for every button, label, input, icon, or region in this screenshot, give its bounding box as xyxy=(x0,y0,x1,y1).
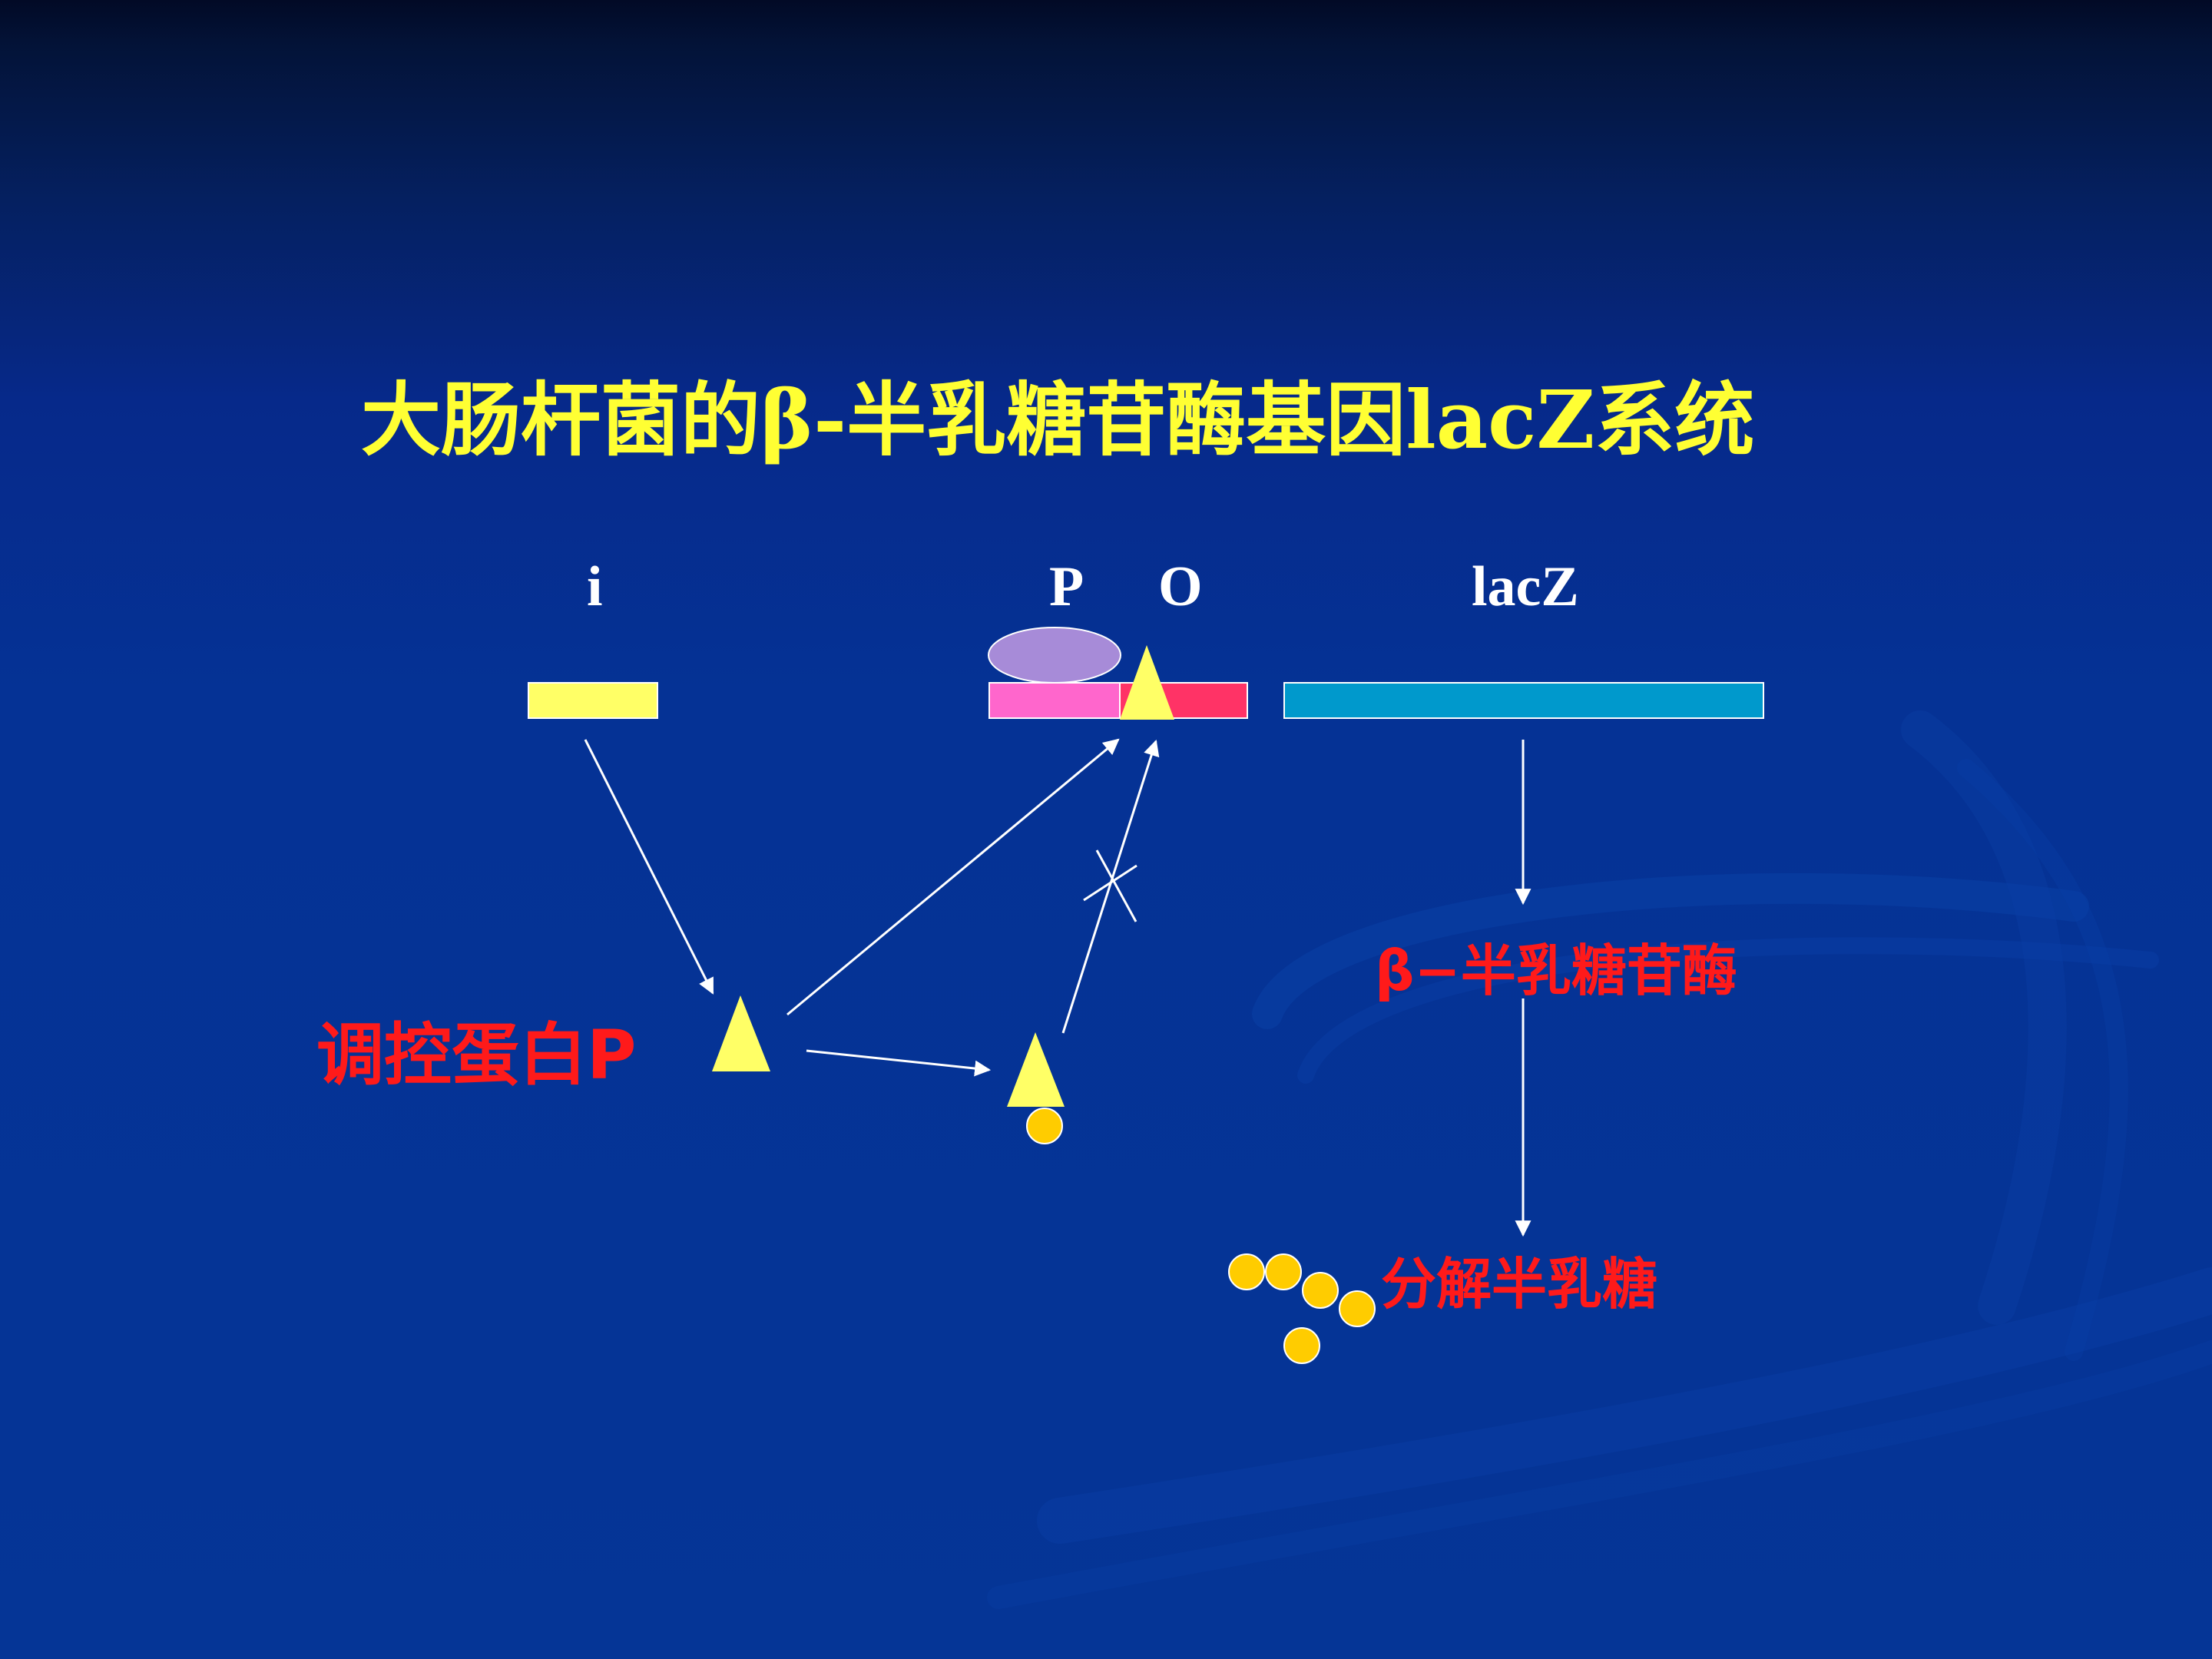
bound-repressor-triangle xyxy=(1120,645,1174,720)
galactose-dot xyxy=(1283,1327,1320,1364)
arrow-regulator-to-inducer-complex xyxy=(806,1049,992,1077)
slide-title: 大肠杆菌的β-半乳糖苷酶基因lacZ系统 xyxy=(361,373,1755,467)
rna-polymerase-ellipse xyxy=(988,627,1121,684)
arrow-i-to-regulator xyxy=(584,739,714,995)
gene-i-block xyxy=(528,682,658,719)
arrow-blocked-complex-to-operator xyxy=(1061,739,1160,1034)
galactose-dot xyxy=(1265,1253,1302,1290)
product-label: 分解半乳糖 xyxy=(1381,1252,1658,1316)
galactose-dot xyxy=(1339,1290,1376,1327)
regulator-protein-triangle xyxy=(712,995,770,1071)
lacz-label: lacZ xyxy=(1472,555,1579,618)
gene-i-label: i xyxy=(587,555,603,618)
promoter-label: P xyxy=(1049,555,1084,618)
inactive-repressor-triangle xyxy=(1007,1032,1065,1107)
arrow-regulator-to-operator xyxy=(786,738,1120,1016)
blocked-cross-mark-a xyxy=(1083,864,1137,902)
regulator-protein-label: 调控蛋白P xyxy=(316,1015,637,1094)
galactose-dot xyxy=(1228,1253,1265,1290)
galactose-dot xyxy=(1302,1272,1339,1309)
lacz-gene-block xyxy=(1283,682,1764,719)
operator-label: O xyxy=(1158,555,1203,618)
blocked-cross-mark-b xyxy=(1095,849,1137,922)
promoter-block xyxy=(988,682,1121,719)
inducer-galactose-dot xyxy=(1026,1108,1063,1144)
enzyme-label: β−半乳糖苷酶 xyxy=(1375,939,1737,1003)
